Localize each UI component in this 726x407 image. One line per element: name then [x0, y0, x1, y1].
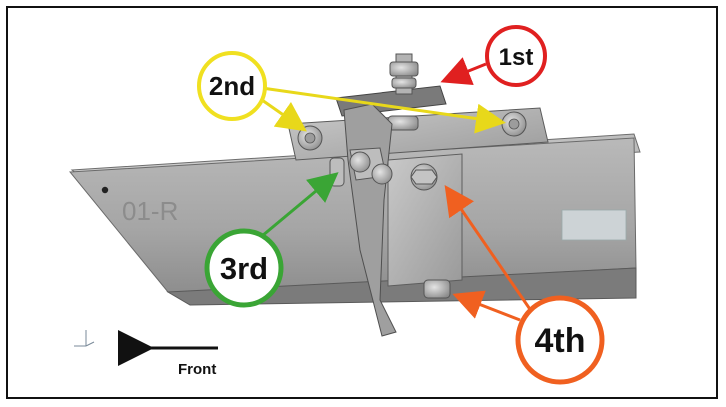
callout-4th-label: 4th	[535, 322, 586, 360]
hanging-arm	[329, 103, 397, 337]
callout-2nd-arrow-left	[261, 98, 307, 132]
callout-4th: 4th	[515, 295, 605, 385]
callout-2nd: 2nd	[197, 51, 267, 121]
callout-1st-label: 1st	[499, 44, 534, 71]
callout-2nd-arrow-right	[261, 86, 506, 134]
callout-3rd-label: 3rd	[220, 251, 268, 286]
callout-4th-arrow-lower	[452, 290, 521, 322]
part-marking: 01-R	[122, 196, 178, 226]
callout-2nd-label: 2nd	[209, 71, 255, 101]
callout-1st: 1st	[485, 25, 547, 87]
callout-4th-arrow-upper	[444, 185, 538, 319]
front-label: Front	[178, 361, 216, 378]
beam-hole	[101, 186, 109, 194]
bottom-nut	[423, 279, 451, 299]
axis-indicator-icon	[74, 330, 95, 347]
callout-3rd-arrow	[261, 172, 339, 238]
callout-1st-arrow	[440, 57, 487, 86]
callout-3rd: 3rd	[204, 228, 284, 308]
lower-bracket	[387, 153, 463, 287]
